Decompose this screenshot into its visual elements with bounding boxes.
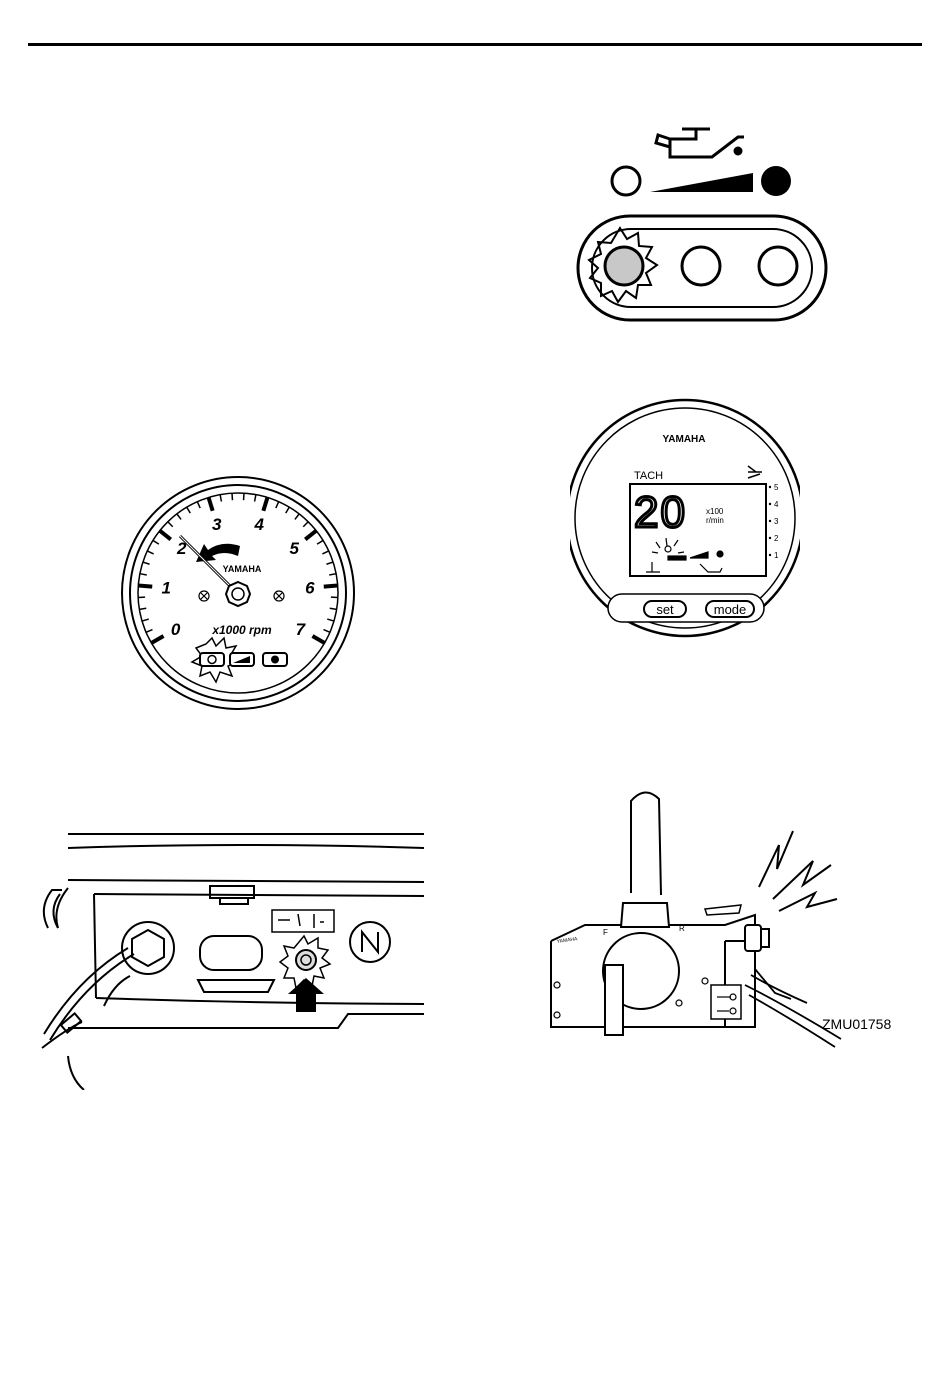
up-arrow-icon: [288, 978, 324, 1012]
level-wedge: [650, 173, 753, 192]
set-button-label: set: [656, 602, 674, 617]
gauge-scale-dot: [769, 520, 771, 522]
gauge-brand: YAMAHA: [663, 434, 706, 445]
gauge-scale-dot: [769, 554, 771, 556]
buzzer: [745, 925, 769, 951]
needle-hub: [226, 582, 250, 606]
tach-scale-label: 7: [296, 620, 307, 639]
wire-harness-icon: [745, 969, 841, 1047]
gauge-scale-label: 4: [774, 500, 779, 509]
gauge-scale-dot: [769, 503, 771, 505]
indicator-lamp: [296, 950, 316, 970]
lamp-lit: [605, 247, 643, 285]
tach-major-tick: [138, 586, 152, 587]
lamp-middle: [682, 247, 720, 285]
gauge-mode-label: TACH: [634, 470, 663, 482]
lcd-unit-bottom: r/min: [706, 516, 724, 525]
gauge-scale-dot: [769, 486, 771, 488]
gauge-scale-dot: [769, 537, 771, 539]
tach-scale-label: 4: [253, 515, 264, 534]
remote-control-figure: F R YAMAHA: [545, 785, 845, 1050]
panel-label-plate: [272, 910, 334, 932]
tach-scale-label: 1: [161, 579, 170, 598]
full-indicator-circle: [761, 166, 791, 196]
lcd-reading: 20: [634, 488, 687, 537]
tach-scale-label: 0: [171, 620, 181, 639]
reverse-mark: R: [679, 924, 685, 933]
gauge-scale-label: 3: [774, 517, 779, 526]
bolt-icon: [104, 922, 174, 1006]
shift-lever-hub: [603, 903, 679, 1035]
lamp-right: [759, 247, 797, 285]
mode-button-label: mode: [714, 602, 747, 617]
tach-brand: YAMAHA: [223, 564, 262, 574]
alarm-sound-icon: [759, 831, 837, 911]
figure-code: ZMU01758: [822, 1016, 891, 1032]
tach-scale-label: 3: [212, 515, 222, 534]
oil-can-icon: [656, 129, 744, 157]
neutral-icon: [350, 922, 390, 962]
engine-panel-figure: [38, 828, 430, 1090]
tach-scale-label: 5: [290, 539, 300, 558]
tach-scale-label: 6: [305, 579, 315, 598]
switch-plate: [711, 985, 741, 1019]
lcd-unit-top: x100: [706, 507, 724, 516]
forward-mark: F: [603, 928, 608, 937]
oil-warning-panel-figure: [570, 115, 835, 325]
empty-indicator-circle: [612, 167, 640, 195]
gauge-scale-label: 1: [774, 551, 779, 560]
screw-left-icon: [199, 591, 209, 601]
gauge-scale-label: 2: [774, 534, 779, 543]
digital-gauge-figure: YAMAHA TACH 20 x100 r/min 5 4 3 2 1 set mode: [570, 396, 800, 640]
tach-unit: x1000 rpm: [211, 623, 272, 637]
gauge-scale-label: 5: [774, 483, 779, 492]
screw-right-icon: [274, 591, 284, 601]
header-rule: [28, 43, 922, 46]
tach-major-tick: [324, 586, 338, 587]
panel-slot: [200, 936, 262, 970]
